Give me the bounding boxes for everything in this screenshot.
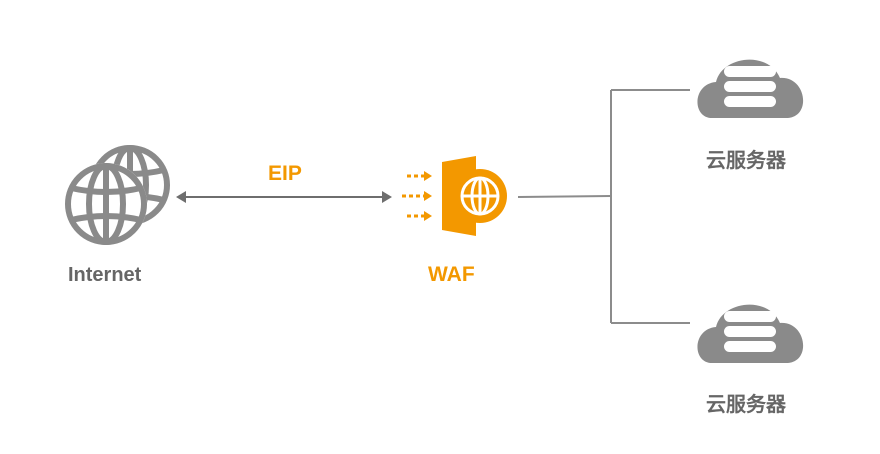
traffic-arrows-icon bbox=[402, 171, 432, 221]
server-connectors bbox=[517, 89, 690, 324]
waf-label: WAF bbox=[428, 263, 475, 286]
server-label-1: 云服务器 bbox=[706, 148, 786, 172]
eip-arrow bbox=[176, 191, 392, 203]
internet-label: Internet bbox=[68, 264, 142, 286]
cloud-server-icon bbox=[697, 304, 804, 363]
cloud-server-icon bbox=[697, 59, 804, 118]
firewall-globe-icon bbox=[402, 156, 507, 236]
front-globe-icon bbox=[65, 163, 147, 245]
eip-label: EIP bbox=[268, 162, 302, 185]
globe-icon bbox=[65, 145, 170, 245]
server-label-2: 云服务器 bbox=[706, 392, 786, 416]
